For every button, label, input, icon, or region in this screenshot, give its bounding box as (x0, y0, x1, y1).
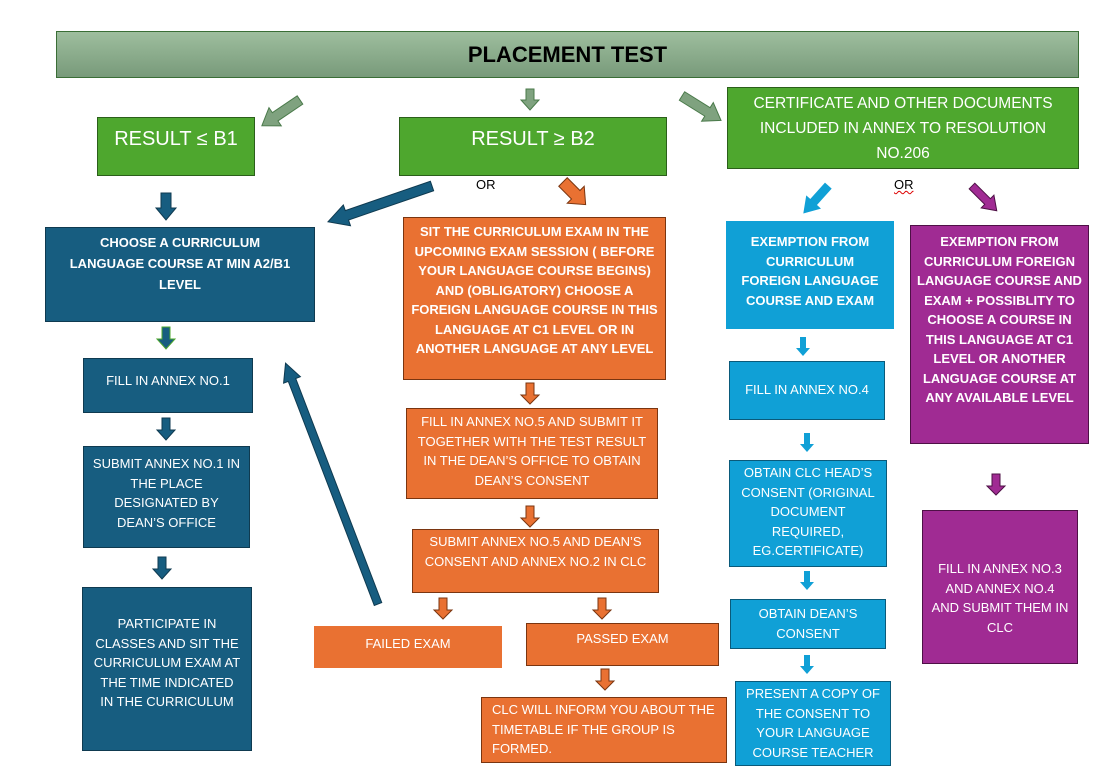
arrow-result-high-to-sit-exam (558, 177, 587, 206)
arrow-sit-to-fill-annex5 (519, 382, 541, 405)
fill-annex4-box: FILL IN ANNEX NO.4 (729, 361, 885, 420)
certificate-label: CERTIFICATE AND OTHER DOCUMENTS INCLUDED… (753, 95, 1053, 162)
fill-annex4-label: FILL IN ANNEX NO.4 (745, 382, 869, 397)
arrow-fill-annex4-to-clc-head (800, 433, 814, 452)
arrow-title-to-certificate (678, 91, 722, 122)
result-low-box: RESULT ≤ B1 (97, 117, 255, 176)
arrow-choose-to-fill-annex1 (155, 326, 177, 350)
fill-annex1-box: FILL IN ANNEX NO.1 (83, 358, 253, 413)
arrow-fill-to-submit-annex5 (519, 505, 541, 528)
arrow-certificate-to-exemption (803, 182, 832, 214)
arrow-fill-to-submit-annex1 (155, 417, 177, 441)
arrow-result-low-down (154, 192, 178, 221)
submit-annex5-label: SUBMIT ANNEX NO.5 AND DEAN’S CONSENT AND… (424, 534, 647, 569)
arrow-exemption-plus-to-fill-annex34 (985, 473, 1007, 496)
arrow-dean-to-present (800, 655, 814, 674)
choose-course-box: CHOOSE A CURRICULUM LANGUAGE COURSE AT M… (45, 227, 315, 322)
fill-annex34-label: FILL IN ANNEX NO.3 AND ANNEX NO.4 AND SU… (931, 561, 1069, 635)
exemption-box: EXEMPTION FROM CURRICULUM FOREIGN LANGUA… (726, 221, 894, 329)
fill-annex5-box: FILL IN ANNEX NO.5 AND SUBMIT IT TOGETHE… (406, 408, 658, 499)
arrow-exemption-to-fill-annex4 (796, 337, 810, 356)
arrow-passed-to-clc-inform (594, 668, 616, 691)
arrow-submit-to-failed (432, 597, 454, 620)
submit-annex1-label: SUBMIT ANNEX NO.1 IN THE PLACE DESIGNATE… (92, 456, 241, 530)
arrow-certificate-to-exemption-plus (968, 182, 998, 212)
failed-exam-label: FAILED EXAM (365, 636, 451, 651)
certificate-box: CERTIFICATE AND OTHER DOCUMENTS INCLUDED… (727, 87, 1079, 169)
clc-head-consent-label: OBTAIN CLC HEAD’S CONSENT (ORIGINAL DOCU… (741, 465, 875, 558)
fill-annex5-label: FILL IN ANNEX NO.5 AND SUBMIT IT TOGETHE… (417, 414, 647, 488)
placement-test-title: PLACEMENT TEST (56, 31, 1079, 78)
choose-course-label: CHOOSE A CURRICULUM LANGUAGE COURSE AT M… (69, 235, 291, 292)
exemption-label: EXEMPTION FROM CURRICULUM FOREIGN LANGUA… (741, 234, 879, 308)
fill-annex1-label: FILL IN ANNEX NO.1 (106, 373, 230, 388)
result-high-label: RESULT ≥ B2 (471, 128, 595, 150)
dean-consent-label: OBTAIN DEAN’S CONSENT (758, 606, 858, 641)
sit-exam-box: SIT THE CURRICULUM EXAM IN THE UPCOMING … (403, 217, 666, 380)
submit-annex1-box: SUBMIT ANNEX NO.1 IN THE PLACE DESIGNATE… (83, 446, 250, 548)
participate-label: PARTICIPATE IN CLASSES AND SIT THE CURRI… (93, 616, 241, 709)
title-text: PLACEMENT TEST (467, 41, 668, 67)
clc-head-consent-box: OBTAIN CLC HEAD’S CONSENT (ORIGINAL DOCU… (729, 460, 887, 567)
present-copy-label: PRESENT A COPY OF THE CONSENT TO YOUR LA… (746, 686, 880, 760)
clc-inform-label: CLC WILL INFORM YOU ABOUT THE TIMETABLE … (492, 702, 715, 756)
present-copy-box: PRESENT A COPY OF THE CONSENT TO YOUR LA… (735, 681, 891, 766)
exemption-plus-box: EXEMPTION FROM CURRICULUM FOREIGN LANGUA… (910, 225, 1089, 444)
participate-box: PARTICIPATE IN CLASSES AND SIT THE CURRI… (82, 587, 252, 751)
arrow-submit-to-participate (151, 556, 173, 580)
dean-consent-box: OBTAIN DEAN’S CONSENT (730, 599, 886, 649)
fill-annex34-box: FILL IN ANNEX NO.3 AND ANNEX NO.4 AND SU… (922, 510, 1078, 664)
clc-inform-box: CLC WILL INFORM YOU ABOUT THE TIMETABLE … (481, 697, 727, 763)
arrow-failed-back-to-course (283, 362, 383, 607)
submit-annex5-box: SUBMIT ANNEX NO.5 AND DEAN’S CONSENT AND… (412, 529, 659, 593)
arrow-title-to-result-high (519, 88, 541, 111)
failed-exam-box: FAILED EXAM (314, 626, 502, 668)
or-label-right: OR (894, 177, 914, 192)
arrow-clc-head-to-dean (800, 571, 814, 590)
arrow-title-to-result-low (261, 95, 304, 127)
exemption-plus-label: EXEMPTION FROM CURRICULUM FOREIGN LANGUA… (917, 234, 1082, 405)
sit-exam-label: SIT THE CURRICULUM EXAM IN THE UPCOMING … (411, 224, 658, 356)
passed-exam-box: PASSED EXAM (526, 623, 719, 666)
arrow-result-high-to-choose (327, 180, 435, 227)
result-high-box: RESULT ≥ B2 (399, 117, 667, 176)
or-label-middle: OR (476, 177, 496, 192)
arrow-submit-to-passed (591, 597, 613, 620)
result-low-label: RESULT ≤ B1 (114, 128, 238, 150)
passed-exam-label: PASSED EXAM (576, 631, 669, 646)
